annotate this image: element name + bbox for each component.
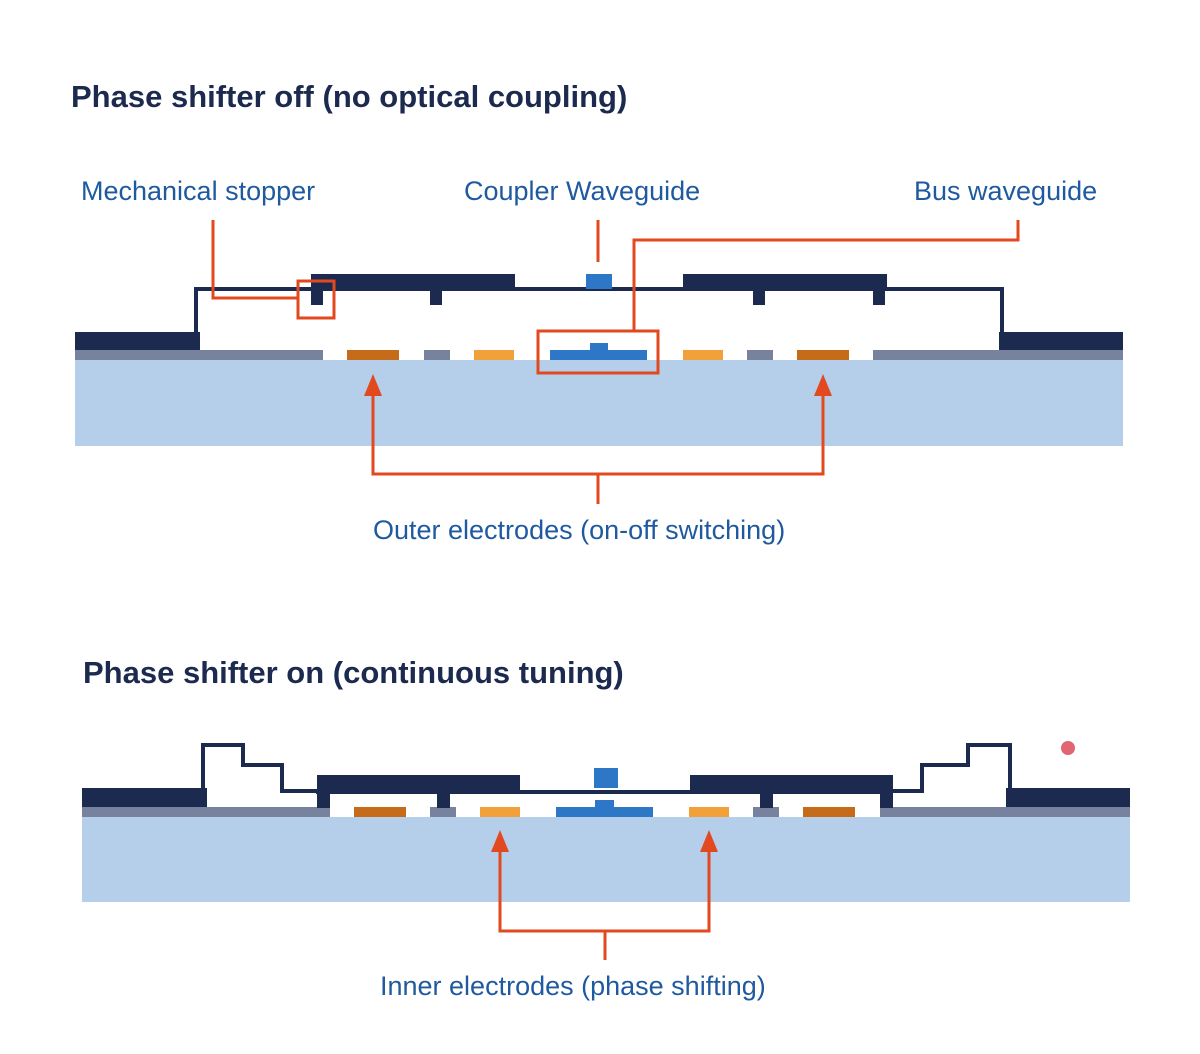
outer-electrode-right xyxy=(803,807,855,817)
coupler-waveguide xyxy=(586,274,612,289)
oxide-pad xyxy=(424,350,450,360)
arrow-up-icon xyxy=(814,374,832,396)
mechanical-stopper xyxy=(317,790,330,808)
mechanical-stopper xyxy=(430,288,442,305)
arrow-up-icon xyxy=(364,374,382,396)
mechanical-stopper-label: Mechanical stopper xyxy=(81,176,315,206)
panel-off: Phase shifter off (no optical coupling) … xyxy=(71,79,1123,545)
outer-electrode-left xyxy=(347,350,399,360)
stopper-highlight-box xyxy=(296,279,336,320)
oxide-pad xyxy=(747,350,773,360)
panel-on-title: Phase shifter on (continuous tuning) xyxy=(83,655,624,690)
mechanical-stopper xyxy=(753,288,765,305)
bus-leader-line xyxy=(632,220,1020,331)
inner-electrode-right xyxy=(689,807,729,817)
oxide-pad xyxy=(753,807,779,817)
oxide-layer-left xyxy=(82,807,330,817)
inner-electrode-right xyxy=(683,350,723,360)
panel-off-title: Phase shifter off (no optical coupling) xyxy=(71,79,627,114)
oxide-layer-right xyxy=(880,807,1130,817)
mechanical-stopper xyxy=(760,790,773,808)
oxide-layer-left xyxy=(75,350,323,360)
plate-left xyxy=(317,775,520,793)
outer-electrode-left xyxy=(354,807,406,817)
bus-waveguide xyxy=(556,807,653,817)
anchor-left xyxy=(75,332,200,350)
coupler-waveguide xyxy=(594,768,618,788)
stopper-leader-line xyxy=(211,220,298,300)
mechanical-stopper xyxy=(880,790,893,808)
substrate xyxy=(82,817,1130,902)
arrow-up-icon xyxy=(491,830,509,852)
anchor-right xyxy=(999,332,1123,350)
bus-waveguide xyxy=(550,350,647,360)
plate-right xyxy=(690,775,893,793)
inner-electrodes-label: Inner electrodes (phase shifting) xyxy=(380,971,766,1001)
bus-waveguide-label: Bus waveguide xyxy=(914,176,1097,206)
mechanical-stopper xyxy=(437,790,450,808)
plate-left xyxy=(311,274,515,291)
plate-right xyxy=(683,274,887,291)
outer-electrode-right xyxy=(797,350,849,360)
inner-electrode-left xyxy=(474,350,514,360)
oxide-pad xyxy=(430,807,456,817)
bus-highlight-box xyxy=(536,329,660,375)
anchor-right xyxy=(1006,788,1130,807)
red-dot-marker xyxy=(1061,741,1075,755)
inner-electrode-left xyxy=(480,807,520,817)
mechanical-stopper xyxy=(311,288,323,305)
arrow-up-icon xyxy=(700,830,718,852)
outer-electrodes-label: Outer electrodes (on-off switching) xyxy=(373,515,785,545)
coupler-waveguide-label: Coupler Waveguide xyxy=(464,176,700,206)
mechanical-stopper xyxy=(873,288,885,305)
oxide-layer-right xyxy=(873,350,1123,360)
bus-waveguide-rib xyxy=(590,343,608,351)
anchor-left xyxy=(82,788,207,807)
membrane-deformed xyxy=(201,743,1012,794)
panel-on: Phase shifter on (continuous tuning) xyxy=(82,655,1130,1001)
bus-waveguide-rib xyxy=(595,800,614,808)
